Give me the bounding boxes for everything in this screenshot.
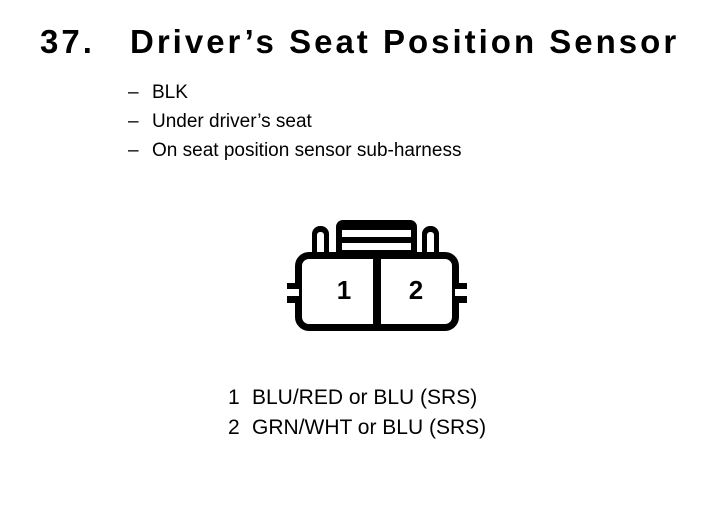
lock-tab-slot (427, 232, 434, 258)
detail-line: – BLK (128, 78, 461, 107)
connector-key-right (452, 283, 467, 303)
connector-center-latch (336, 220, 417, 256)
detail-text: BLK (152, 82, 188, 103)
page-title: Driver’s Seat Position Sensor (130, 23, 680, 60)
latch-slot (342, 230, 411, 237)
detail-list: – BLK – Under driver’s seat – On seat po… (128, 78, 461, 165)
connector-lock-tab-right (422, 226, 439, 258)
dash-bullet: – (128, 82, 139, 103)
dash-bullet: – (128, 111, 139, 132)
pin-wire-color: BLU/RED or BLU (SRS) (252, 386, 478, 409)
lock-tab-slot (317, 232, 324, 258)
detail-text: On seat position sensor sub-harness (152, 140, 462, 161)
pin-number: 1 (228, 386, 240, 409)
pin-label-row: 2 GRN/WHT or BLU (SRS) (228, 413, 486, 443)
pin-wire-color: GRN/WHT or BLU (SRS) (252, 416, 487, 439)
key-notch (455, 289, 467, 296)
pin-number: 2 (228, 416, 240, 439)
detail-line: – On seat position sensor sub-harness (128, 136, 461, 165)
detail-text: Under driver’s seat (152, 111, 312, 132)
connector-lock-tab-left (312, 226, 329, 258)
key-notch (287, 289, 299, 296)
dash-bullet: – (128, 140, 139, 161)
connector-cavity-divider (373, 255, 381, 328)
pin-label-list: 1 BLU/RED or BLU (SRS) 2 GRN/WHT or BLU … (228, 383, 486, 443)
connector-key-left (287, 283, 302, 303)
item-number: 37. (40, 23, 95, 60)
cavity-number-2: 2 (408, 275, 424, 305)
cavity-number-1: 1 (336, 275, 352, 305)
detail-line: – Under driver’s seat (128, 107, 461, 136)
latch-slot (342, 243, 411, 250)
pin-label-row: 1 BLU/RED or BLU (SRS) (228, 383, 486, 413)
